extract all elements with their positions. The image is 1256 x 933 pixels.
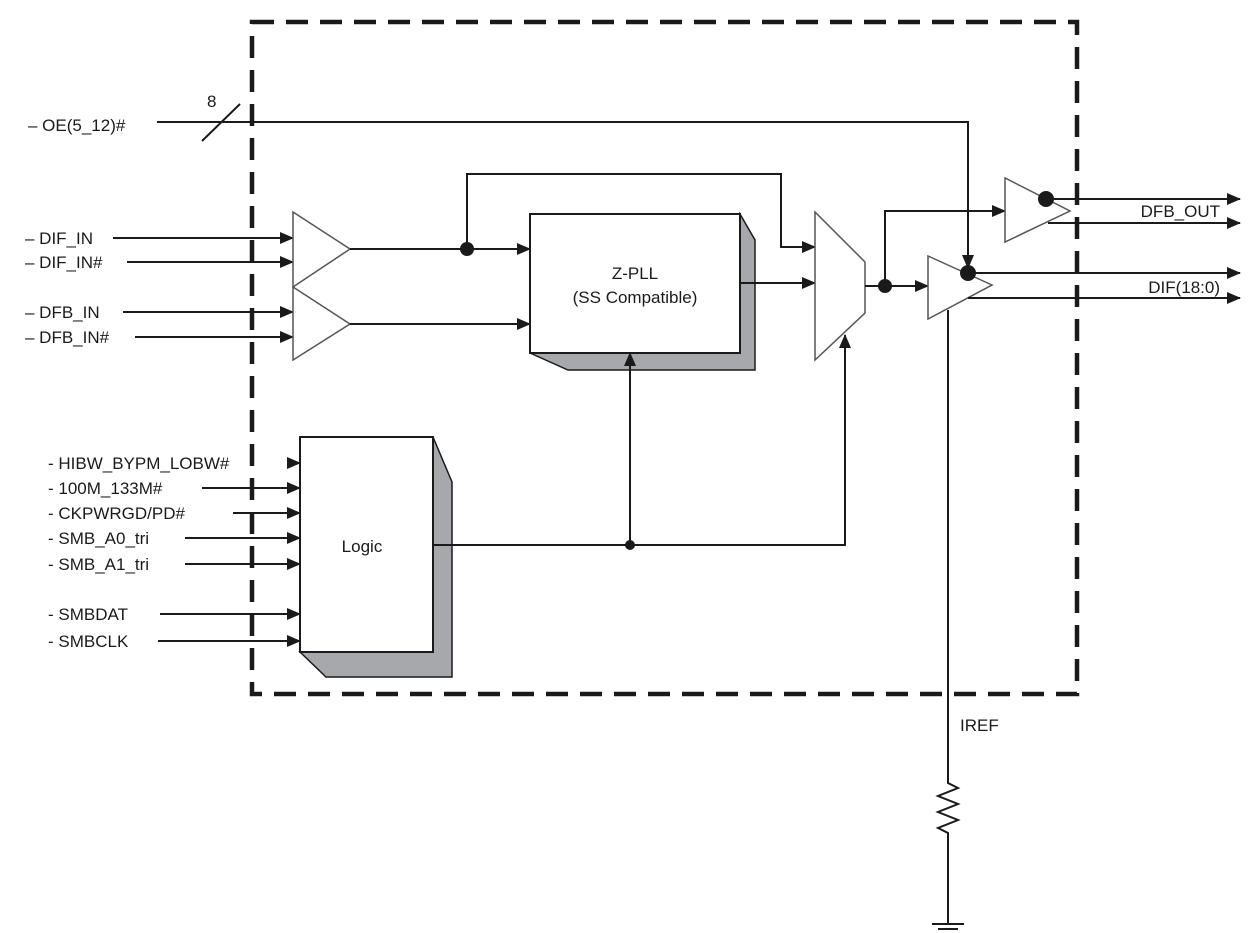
bypass-wire <box>466 173 816 253</box>
dfb-in-label: – DFB_IN <box>25 303 100 322</box>
oe-wire <box>157 121 974 269</box>
pll-title: Z-PLL <box>612 264 658 283</box>
logic-input-label: - HIBW_BYPM_LOBW# <box>48 454 230 473</box>
pll-subtitle: (SS Compatible) <box>573 288 698 307</box>
logic-input-label: - SMBCLK <box>48 632 129 651</box>
dfb-in-n-label: – DFB_IN# <box>25 328 110 347</box>
bus-slash <box>201 103 241 142</box>
oe-label: – OE(5_12)# <box>28 116 126 135</box>
dif-out-label: DIF(18:0) <box>1148 278 1220 297</box>
dif-out-buffer <box>927 254 994 321</box>
dif-input-buffer <box>292 210 352 289</box>
mux <box>814 210 866 362</box>
dif-in-n-label: – DIF_IN# <box>25 253 103 272</box>
dfb-input-buffer <box>292 285 352 362</box>
dfb-out-buffer <box>1004 176 1072 244</box>
logic-input-label: - SMB_A0_tri <box>48 529 149 548</box>
logic-input-label: - 100M_133M# <box>48 479 163 498</box>
iref-resistor <box>935 310 961 923</box>
bus-width-label: 8 <box>207 92 216 111</box>
dif-in-label: – DIF_IN <box>25 229 93 248</box>
logic-input-label: - SMBDAT <box>48 605 128 624</box>
logic-label: Logic <box>342 537 383 556</box>
chip-boundary <box>249 19 1080 697</box>
z-pll-block <box>529 213 741 354</box>
logic-input-label: - SMB_A1_tri <box>48 555 149 574</box>
logic-block <box>299 436 434 653</box>
logic-input-label: - CKPWRGD/PD# <box>48 504 186 523</box>
logic-select-wire <box>433 334 851 546</box>
dfb-out-label: DFB_OUT <box>1141 202 1220 221</box>
iref-label: IREF <box>960 716 999 735</box>
dfb-out-feed-wire <box>884 205 1006 286</box>
